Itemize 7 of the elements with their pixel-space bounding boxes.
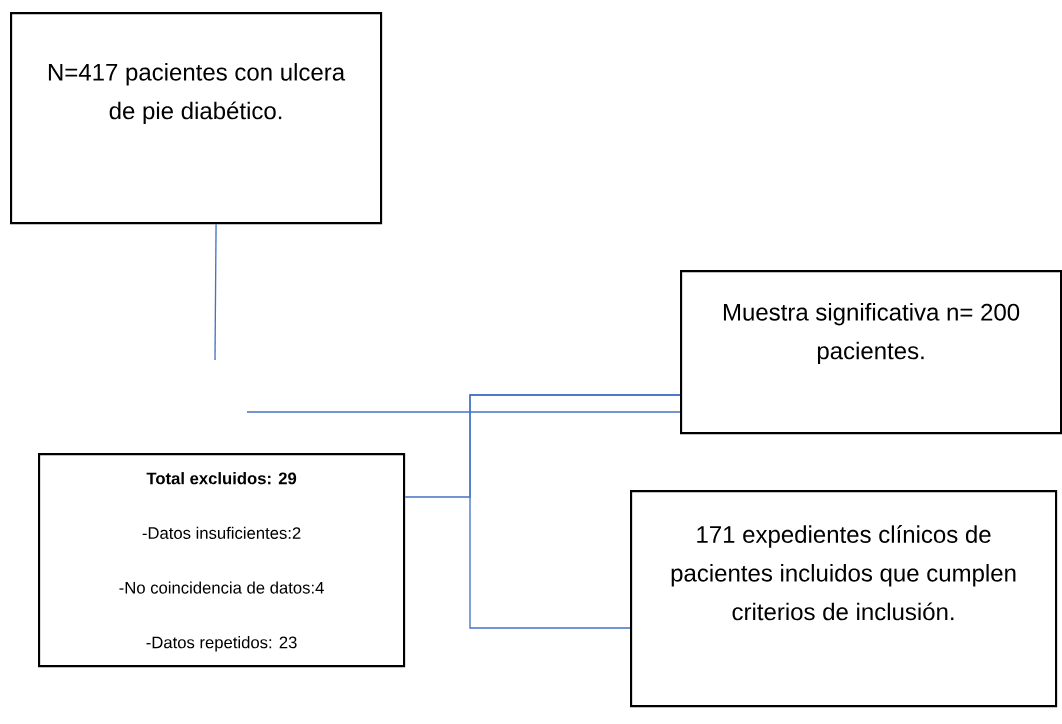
flow-box: Muestra significativa n= 200 pacientes. [680,270,1062,435]
connector-line [469,394,681,629]
flow-box: 171 expedientes clínicos de pacientes incluidos que cumplen criterios de inclusión. [630,490,1058,708]
flow-box: Total excluidos: 29 -Datos insuficientes:2 -No coincidencia de datos:4 -Datos repetidos: 23 [38,453,406,668]
flow-box: N=417 pacientes con ulcera de pie diabético. [10,12,383,225]
connector-line [214,223,217,361]
connector-line [246,411,681,413]
